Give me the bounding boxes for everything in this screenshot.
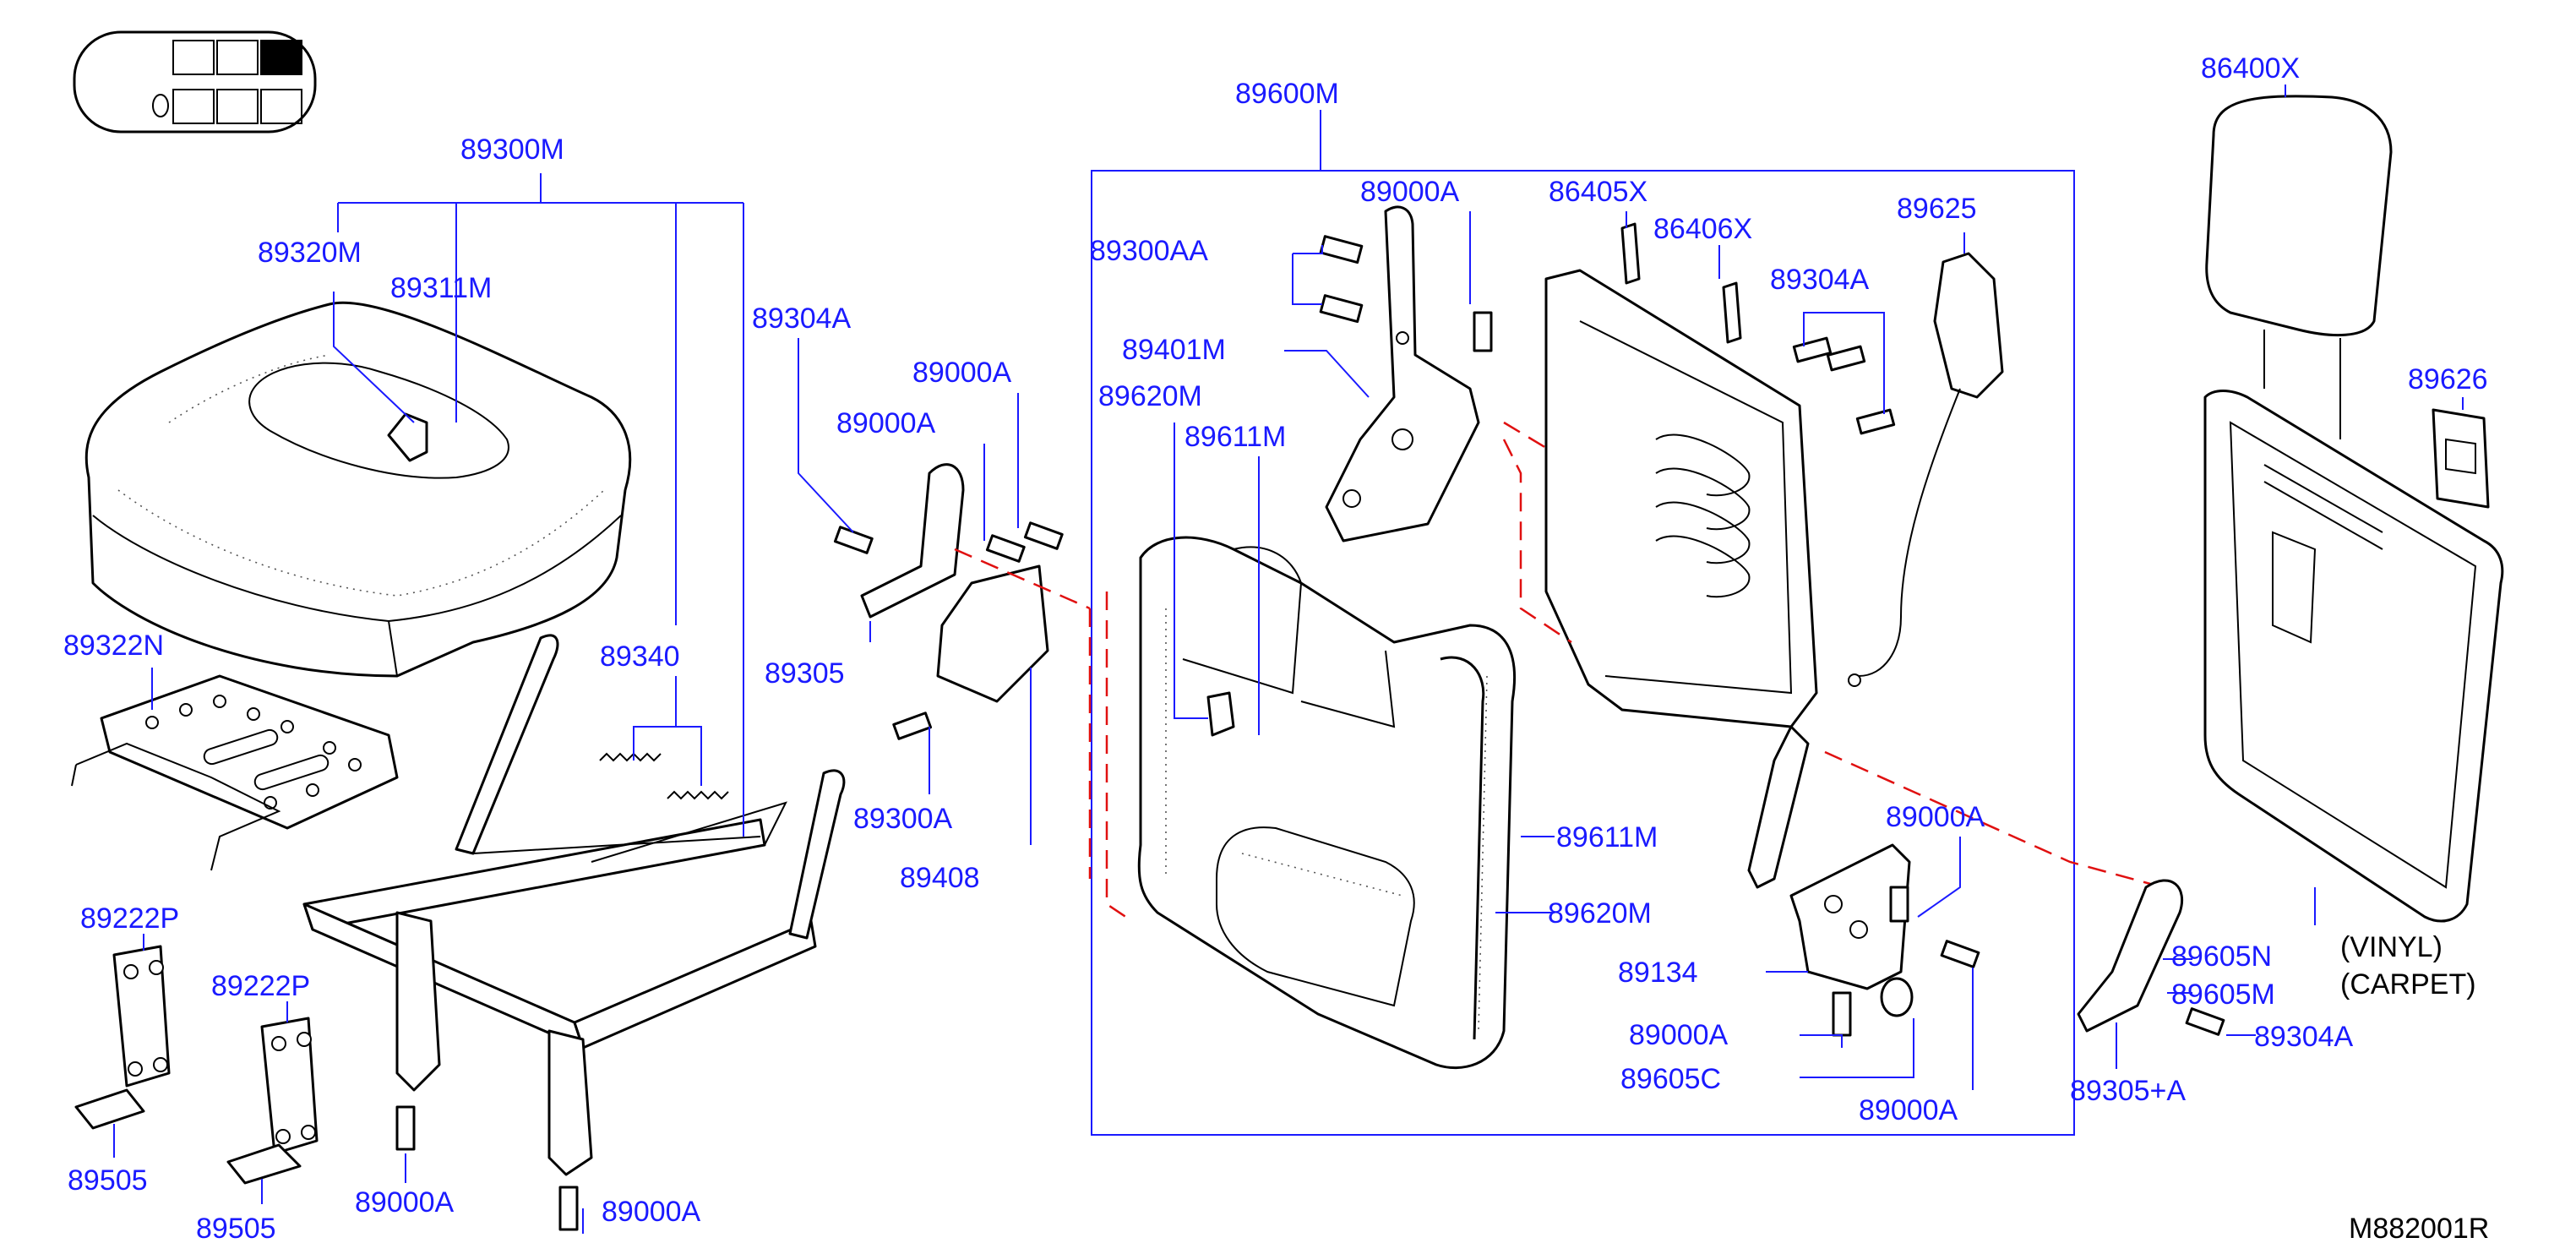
seat-cushion-drawing xyxy=(84,301,632,678)
label-89340: 89340 xyxy=(600,641,680,673)
label-89505-b: 89505 xyxy=(196,1213,276,1245)
seat-belt-drawing xyxy=(1848,252,2004,687)
seatback-frame-drawing xyxy=(1544,222,1896,889)
label-89000A-e: 89000A xyxy=(1886,801,1985,833)
seatback-cushion-drawing xyxy=(1137,536,1517,1070)
part-labels: 89300M 89320M 89311M 89304A 89000A 89000… xyxy=(63,52,2489,1245)
seat-pan-drawing xyxy=(71,674,399,871)
label-89300A: 89300A xyxy=(853,803,953,835)
side-cover-right-drawing xyxy=(2077,879,2225,1036)
label-89000A-d: 89000A xyxy=(602,1196,701,1228)
label-89000A-a: 89000A xyxy=(912,357,1012,389)
label-89000A-f: 89000A xyxy=(1629,1019,1729,1051)
label-89322N: 89322N xyxy=(63,630,164,662)
label-86400X: 86400X xyxy=(2201,52,2300,85)
label-89620M-top: 89620M xyxy=(1098,380,1202,412)
label-89611M-top: 89611M xyxy=(1185,421,1286,453)
label-89000A-top: 89000A xyxy=(1360,176,1460,208)
label-vinyl: (VINYL) xyxy=(2340,931,2443,963)
lower-bracket-drawing xyxy=(1789,843,1980,1037)
headrest-drawing xyxy=(2205,95,2393,439)
label-86405X: 86405X xyxy=(1549,176,1647,208)
cushion-frame-drawing xyxy=(302,634,846,1176)
leader-lines xyxy=(113,85,2464,1234)
label-89625: 89625 xyxy=(1897,193,1977,225)
label-89311M: 89311M xyxy=(390,272,492,304)
label-89304A-left: 89304A xyxy=(752,303,852,335)
label-89600M: 89600M xyxy=(1235,78,1339,110)
label-carpet: (CARPET) xyxy=(2340,968,2476,1000)
label-89305-plus-A: 89305+A xyxy=(2070,1075,2186,1107)
label-89300AA: 89300AA xyxy=(1090,235,1208,267)
label-89605C: 89605C xyxy=(1620,1063,1721,1095)
label-89134: 89134 xyxy=(1618,957,1698,989)
label-89304A-right: 89304A xyxy=(2254,1021,2354,1053)
label-89305: 89305 xyxy=(765,657,845,690)
label-89222P-a: 89222P xyxy=(80,902,179,935)
label-89611M-right: 89611M xyxy=(1556,821,1658,853)
hinge-bracket-drawing xyxy=(1319,205,1493,542)
label-89222P-b: 89222P xyxy=(211,970,310,1002)
side-trim-drawing xyxy=(833,463,1064,740)
assembly-lines xyxy=(954,421,2164,923)
seat-position-icon xyxy=(73,30,317,134)
label-89000A-g: 89000A xyxy=(1859,1094,1958,1126)
label-89408: 89408 xyxy=(900,862,980,894)
label-89300M: 89300M xyxy=(460,134,564,166)
frame-bolts-drawing xyxy=(395,1105,579,1231)
label-89605M: 89605M xyxy=(2171,979,2275,1011)
label-86406X: 86406X xyxy=(1653,213,1752,245)
hinge-covers-drawing xyxy=(74,945,319,1185)
springs-drawing xyxy=(599,752,729,800)
label-89304A-mid: 89304A xyxy=(1770,264,1870,296)
diagram-code: M882001R xyxy=(2349,1213,2489,1245)
label-89401M: 89401M xyxy=(1122,334,1226,366)
seatback-assembly-box xyxy=(1091,170,2075,1136)
label-89000A-b: 89000A xyxy=(836,407,936,439)
label-89320M: 89320M xyxy=(258,237,362,269)
label-89605N: 89605N xyxy=(2171,940,2272,973)
label-89505-a: 89505 xyxy=(68,1164,148,1197)
label-89000A-c: 89000A xyxy=(355,1186,455,1219)
back-board-drawing xyxy=(2203,390,2504,923)
label-89626: 89626 xyxy=(2408,363,2488,395)
label-89620M-right: 89620M xyxy=(1548,897,1652,930)
belt-guide-drawing xyxy=(2432,408,2490,509)
